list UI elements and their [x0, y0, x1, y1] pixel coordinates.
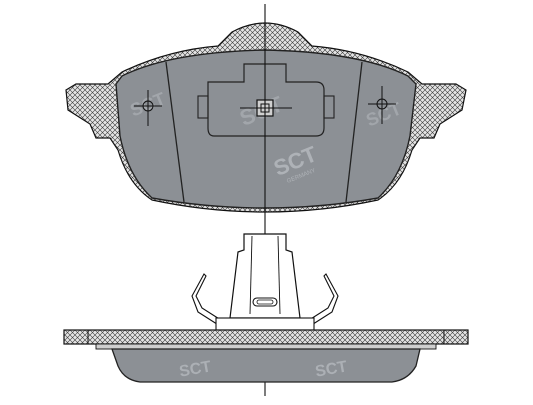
shim-layer: [95, 343, 437, 350]
right-clip-tab: [323, 95, 335, 119]
spring-leg-right: [305, 273, 339, 327]
spring-clip-inner-left: [249, 235, 253, 315]
side-watermark-brand: SCT: [178, 358, 213, 380]
side-watermark-group: SCT SCT: [178, 358, 349, 380]
left-clip-tab: [197, 95, 209, 119]
spring-leg-left: [191, 273, 225, 327]
chamfer-line-left: [165, 61, 185, 203]
side-view: SCT SCT: [63, 233, 469, 383]
spring-base: [215, 317, 315, 331]
right-pin-crosshair: [368, 86, 396, 124]
spring-slot-inner: [256, 299, 274, 305]
friction-pad: [115, 49, 417, 209]
left-pin-crosshair: [134, 90, 162, 126]
side-watermark-brand-2: SCT: [314, 358, 349, 380]
friction-pad-side: [111, 348, 421, 383]
chamfer-line-right: [345, 61, 363, 203]
backing-plate-side: [63, 329, 469, 345]
spring-clip-inner-right: [277, 235, 281, 315]
top-view: SCT GERMANY SCT SCT SCT: [65, 22, 467, 213]
center-contour: [207, 63, 325, 137]
